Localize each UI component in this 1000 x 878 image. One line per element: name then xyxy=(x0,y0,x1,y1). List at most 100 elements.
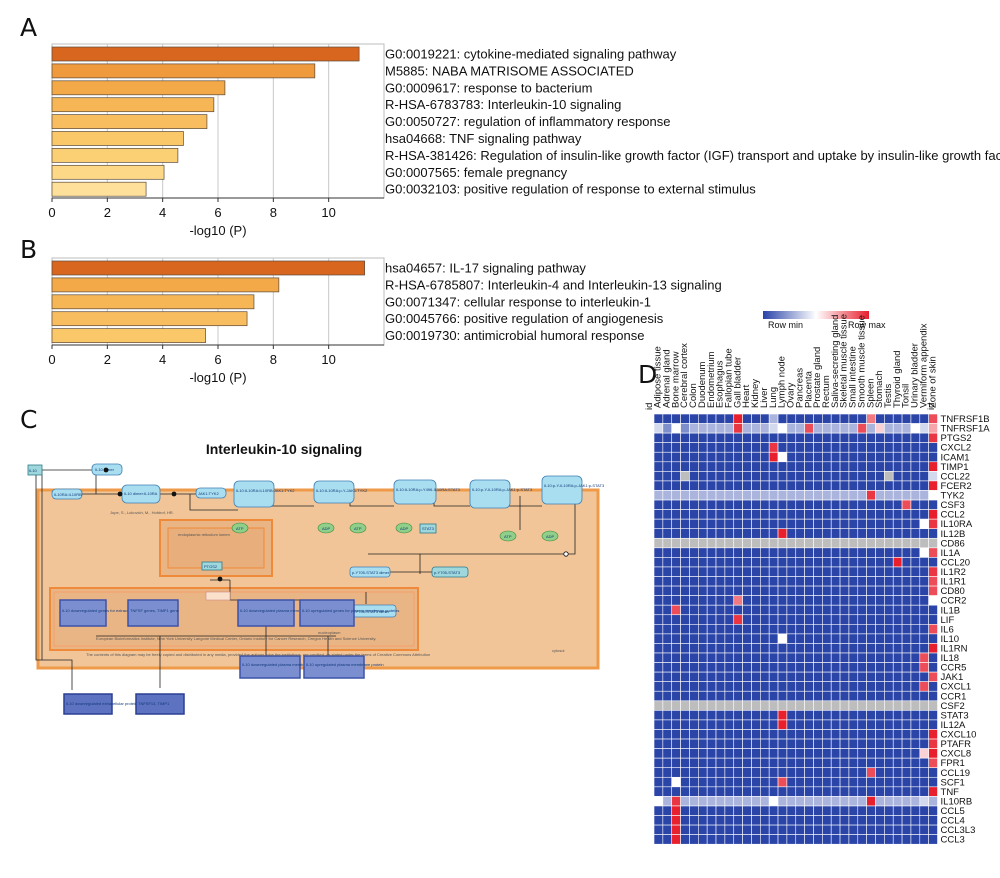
heatmap-cell xyxy=(928,576,938,587)
heatmap-cell xyxy=(892,576,903,587)
heatmap-cell xyxy=(884,719,894,730)
heatmap-cell xyxy=(875,557,885,568)
heatmap-cell xyxy=(777,537,788,549)
heatmap-cell xyxy=(910,700,921,711)
heatmap-cell xyxy=(910,662,921,673)
heatmap-cell xyxy=(857,451,867,463)
heatmap-cell xyxy=(919,624,929,635)
heatmap-cell xyxy=(751,710,761,721)
heatmap-cell xyxy=(689,824,699,835)
heatmap-cell xyxy=(892,537,903,549)
heatmap-cell xyxy=(768,595,779,606)
column-label: Ovary xyxy=(786,382,797,408)
bar xyxy=(51,80,226,96)
heatmap-cell xyxy=(742,604,752,616)
heatmap-cell xyxy=(813,690,823,702)
heatmap-cell xyxy=(848,442,859,453)
heatmap-cell xyxy=(768,805,779,816)
heatmap-cell xyxy=(795,834,805,845)
heatmap-cell xyxy=(768,633,779,644)
heatmap-cell xyxy=(706,748,717,759)
node-p-stat3 xyxy=(431,566,469,578)
heatmap-cell xyxy=(706,710,717,721)
heatmap-cell xyxy=(751,576,761,587)
heatmap-cell xyxy=(804,652,814,663)
heatmap-cell xyxy=(884,748,894,759)
heatmap-cell xyxy=(724,604,735,616)
heatmap-cell xyxy=(786,700,797,711)
heatmap-cell xyxy=(804,834,814,845)
heatmap-cell xyxy=(768,547,779,558)
heatmap-cell xyxy=(901,537,912,549)
node-complex-1 xyxy=(233,480,275,508)
heatmap-cell xyxy=(768,480,779,491)
heatmap-cell xyxy=(742,585,752,596)
heatmap-cell xyxy=(662,518,673,530)
heatmap-cell xyxy=(910,509,921,520)
heatmap-cell xyxy=(671,748,681,759)
heatmap-cell xyxy=(724,614,735,625)
heatmap-cell xyxy=(751,834,761,845)
heatmap-cell xyxy=(742,471,752,482)
heatmap-cell xyxy=(653,652,664,663)
heatmap-cell xyxy=(760,757,770,769)
heatmap-cell xyxy=(919,595,929,606)
heatmap-cell xyxy=(786,624,797,635)
row-label: TIMP1 xyxy=(941,462,969,473)
heatmap-cell xyxy=(839,566,850,577)
column-label: Skeletal muscle tissue xyxy=(839,314,850,408)
heatmap-cell xyxy=(910,614,921,625)
heatmap-cell xyxy=(671,413,681,424)
term-label: R-HSA-381426: Regulation of insulin-like… xyxy=(385,148,1000,163)
heatmap-cell xyxy=(680,757,690,769)
heatmap-cell xyxy=(884,757,894,769)
heatmap-cell xyxy=(706,834,717,845)
heatmap-cell xyxy=(839,700,850,711)
heatmap-cell xyxy=(671,729,681,740)
heatmap-cell xyxy=(777,767,788,778)
heatmap-cell xyxy=(680,604,690,616)
heatmap-cell xyxy=(662,652,673,663)
node-atp-3 xyxy=(499,530,517,542)
heatmap-cell xyxy=(697,423,708,434)
svg-text:p-Y705-STAT3: p-Y705-STAT3 xyxy=(434,570,461,575)
row-label: CXCL10 xyxy=(941,730,977,741)
heatmap-cell xyxy=(884,509,894,520)
heatmap-cell xyxy=(848,557,859,568)
heatmap-cell xyxy=(928,710,938,721)
heatmap-cell xyxy=(706,585,717,596)
heatmap-cell xyxy=(866,595,876,606)
heatmap-cell xyxy=(777,757,788,769)
heatmap-cell xyxy=(706,537,717,549)
heatmap-cell xyxy=(875,423,885,434)
heatmap-cell xyxy=(804,490,814,501)
heatmap-cell xyxy=(875,413,885,424)
heatmap-cell xyxy=(892,805,903,816)
heatmap-cell xyxy=(760,710,770,721)
column-label: Adrenal gland xyxy=(662,349,673,408)
column-label: Spleen xyxy=(865,378,876,408)
heatmap-cell xyxy=(768,585,779,596)
heatmap-cell xyxy=(760,604,770,616)
heatmap-cell xyxy=(733,757,743,769)
heatmap-cell xyxy=(680,509,690,520)
heatmap-cell xyxy=(786,480,797,491)
heatmap-cell xyxy=(919,547,929,558)
heatmap-cell xyxy=(830,824,841,835)
heatmap-cell xyxy=(680,557,690,568)
heatmap-cell xyxy=(892,671,903,682)
heatmap-cell xyxy=(715,624,726,635)
heatmap-cell xyxy=(742,557,752,568)
heatmap-cell xyxy=(804,432,814,443)
heatmap-cell xyxy=(901,499,912,510)
heatmap-cell xyxy=(848,595,859,606)
heatmap-cell xyxy=(715,633,726,644)
heatmap-cell xyxy=(839,423,850,434)
node-stat3 xyxy=(419,523,437,534)
heatmap-cell xyxy=(680,700,690,711)
compartment-er-label: endoplasmic reticulum lumen xyxy=(178,532,230,537)
svg-text:IL10:IL10RA:IL10RB:JAK1:TYK2: IL10:IL10RA:IL10RB:JAK1:TYK2 xyxy=(236,488,295,493)
heatmap-cell xyxy=(777,748,788,759)
heatmap-cell xyxy=(848,413,859,424)
heatmap-cell xyxy=(724,757,735,769)
